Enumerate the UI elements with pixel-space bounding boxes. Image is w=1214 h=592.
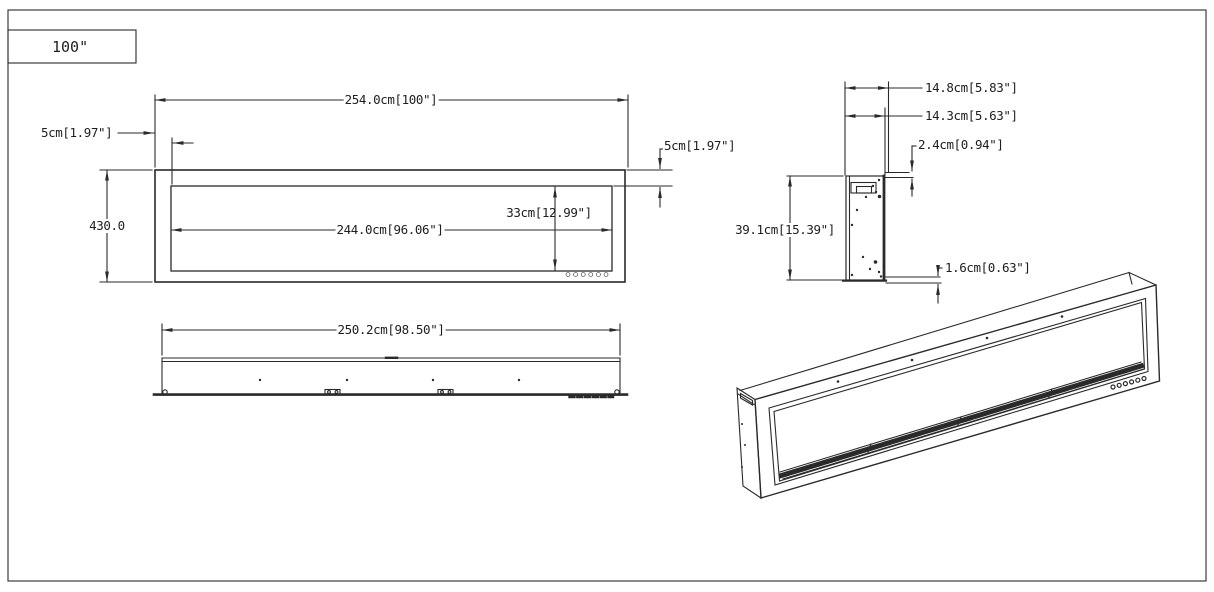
dim-side-height: 39.1cm[15.39"] bbox=[734, 222, 836, 237]
dim-front-height-inner: 33cm[12.99"] bbox=[506, 205, 592, 220]
glass-3d bbox=[773, 301, 1146, 482]
dim-side-flange-bottom: 1.6cm[0.63"] bbox=[944, 260, 1032, 275]
mounting-brackets bbox=[324, 388, 454, 395]
corner-screw-right bbox=[614, 389, 620, 395]
dim-front-width-outer: 254.0cm[100"] bbox=[343, 92, 439, 107]
side-body bbox=[845, 175, 885, 281]
dim-front-top-gap: 5cm[1.97"] bbox=[663, 138, 737, 153]
screw-holes-side bbox=[850, 178, 883, 278]
ember-strip bbox=[778, 361, 1146, 480]
title-box bbox=[7, 29, 137, 64]
control-buttons-front bbox=[565, 272, 609, 277]
corner-screw-left bbox=[162, 389, 168, 395]
dim-bottom-width: 250.2cm[98.50"] bbox=[336, 322, 446, 337]
vent-slot bbox=[850, 181, 877, 194]
dim-front-side-gap: 5cm[1.97"] bbox=[40, 125, 114, 140]
screw-holes-bottom bbox=[258, 378, 521, 382]
dim-side-depth-body: 14.3cm[5.63"] bbox=[924, 108, 1019, 123]
dim-front-height: 430.0 bbox=[88, 218, 126, 233]
page-border bbox=[7, 9, 1207, 582]
dim-front-width-inner: 244.0cm[96.06"] bbox=[335, 222, 445, 237]
bottom-view bbox=[152, 323, 629, 399]
front-frame-3d bbox=[754, 284, 1161, 499]
perspective-view bbox=[736, 271, 1161, 500]
dim-side-flange-top: 2.4cm[0.94"] bbox=[917, 137, 1005, 152]
front-view bbox=[99, 94, 673, 283]
side-view bbox=[786, 81, 943, 304]
front-outer-frame bbox=[154, 169, 626, 283]
sheet-size-label: 100" bbox=[52, 37, 89, 56]
control-buttons-3d bbox=[1110, 375, 1147, 390]
dim-side-depth-overall: 14.8cm[5.83"] bbox=[924, 80, 1019, 95]
screw-holes-3d bbox=[836, 315, 1064, 383]
